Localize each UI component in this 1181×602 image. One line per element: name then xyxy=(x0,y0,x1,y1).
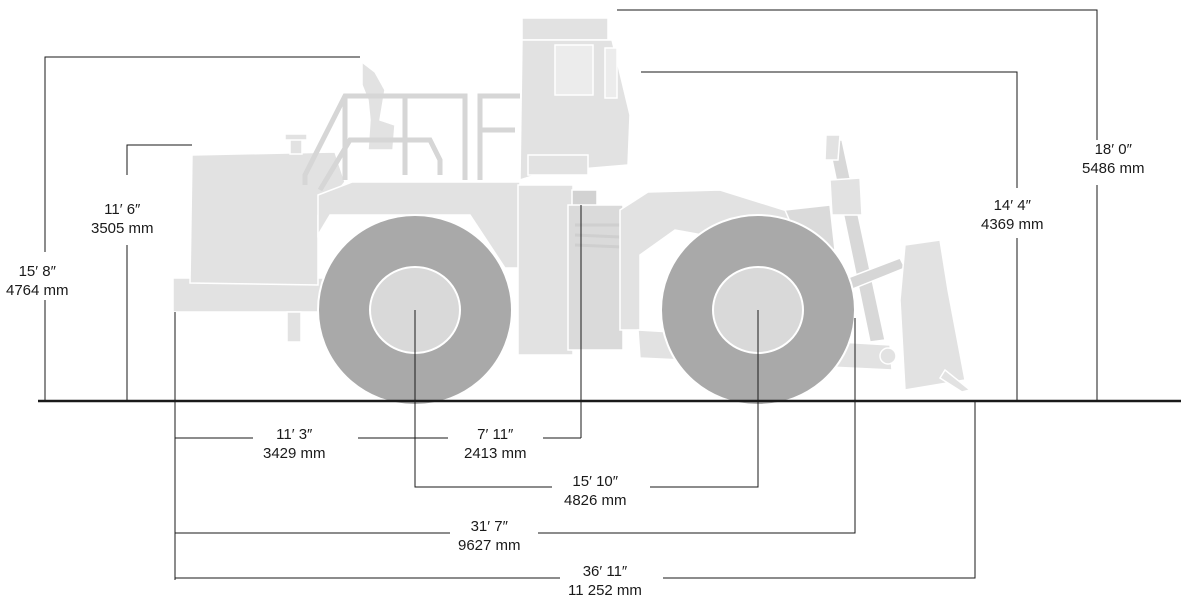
label-exhaust-height: 15′ 8″ 4764 mm xyxy=(4,262,71,300)
label-overall-length-imperial: 36′ 11″ xyxy=(582,563,628,580)
label-exhaust-height-imperial: 15′ 8″ xyxy=(18,263,56,280)
label-axle-to-hitch: 7′ 11″ 2413 mm xyxy=(462,425,529,463)
dozer-blade xyxy=(899,239,966,391)
label-rear-to-axle-imperial: 11′ 3″ xyxy=(276,426,313,443)
label-wheelbase-imperial: 15′ 10″ xyxy=(572,473,619,490)
label-length-front-tire: 31′ 7″ 9627 mm xyxy=(456,517,523,555)
label-wheelbase: 15′ 10″ 4826 mm xyxy=(562,472,629,510)
label-cab-height-metric: 5486 mm xyxy=(1082,160,1145,177)
label-cab-height-imperial: 18′ 0″ xyxy=(1094,141,1132,158)
dim-line-rops-height xyxy=(641,71,1018,188)
label-cab-height: 18′ 0″ 5486 mm xyxy=(1080,140,1147,178)
dim-line-hood-height xyxy=(126,144,192,175)
label-length-front-tire-imperial: 31′ 7″ xyxy=(470,518,508,535)
exhaust-stack xyxy=(361,60,396,151)
label-axle-to-hitch-metric: 2413 mm xyxy=(464,445,527,462)
label-overall-length-metric: 11 252 mm xyxy=(568,582,642,599)
cab-roof xyxy=(521,17,609,41)
label-axle-to-hitch-imperial: 7′ 11″ xyxy=(477,426,514,443)
dim-line-exhaust-height xyxy=(44,56,360,252)
label-rear-to-axle: 11′ 3″ 3429 mm xyxy=(261,425,328,463)
rear-fender xyxy=(317,181,521,269)
handrail xyxy=(302,93,468,192)
label-rear-to-axle-metric: 3429 mm xyxy=(263,445,326,462)
dim-line-cab-height xyxy=(617,9,1098,155)
label-rops-height: 14′ 4″ 4369 mm xyxy=(979,196,1046,234)
label-length-front-tire-metric: 9627 mm xyxy=(458,537,521,554)
center-frame xyxy=(517,184,574,356)
label-overall-length: 36′ 11″ 11 252 mm xyxy=(566,562,644,600)
label-hood-height-imperial: 11′ 6″ xyxy=(104,201,141,218)
label-hood-height: 11′ 6″ 3505 mm xyxy=(89,200,156,238)
label-wheelbase-metric: 4826 mm xyxy=(564,492,627,509)
label-exhaust-height-metric: 4764 mm xyxy=(6,282,69,299)
label-hood-height-metric: 3505 mm xyxy=(91,220,154,237)
dim-line-wheelbase xyxy=(414,310,552,488)
label-rops-height-metric: 4369 mm xyxy=(981,216,1044,233)
label-rops-height-imperial: 14′ 4″ xyxy=(993,197,1031,214)
